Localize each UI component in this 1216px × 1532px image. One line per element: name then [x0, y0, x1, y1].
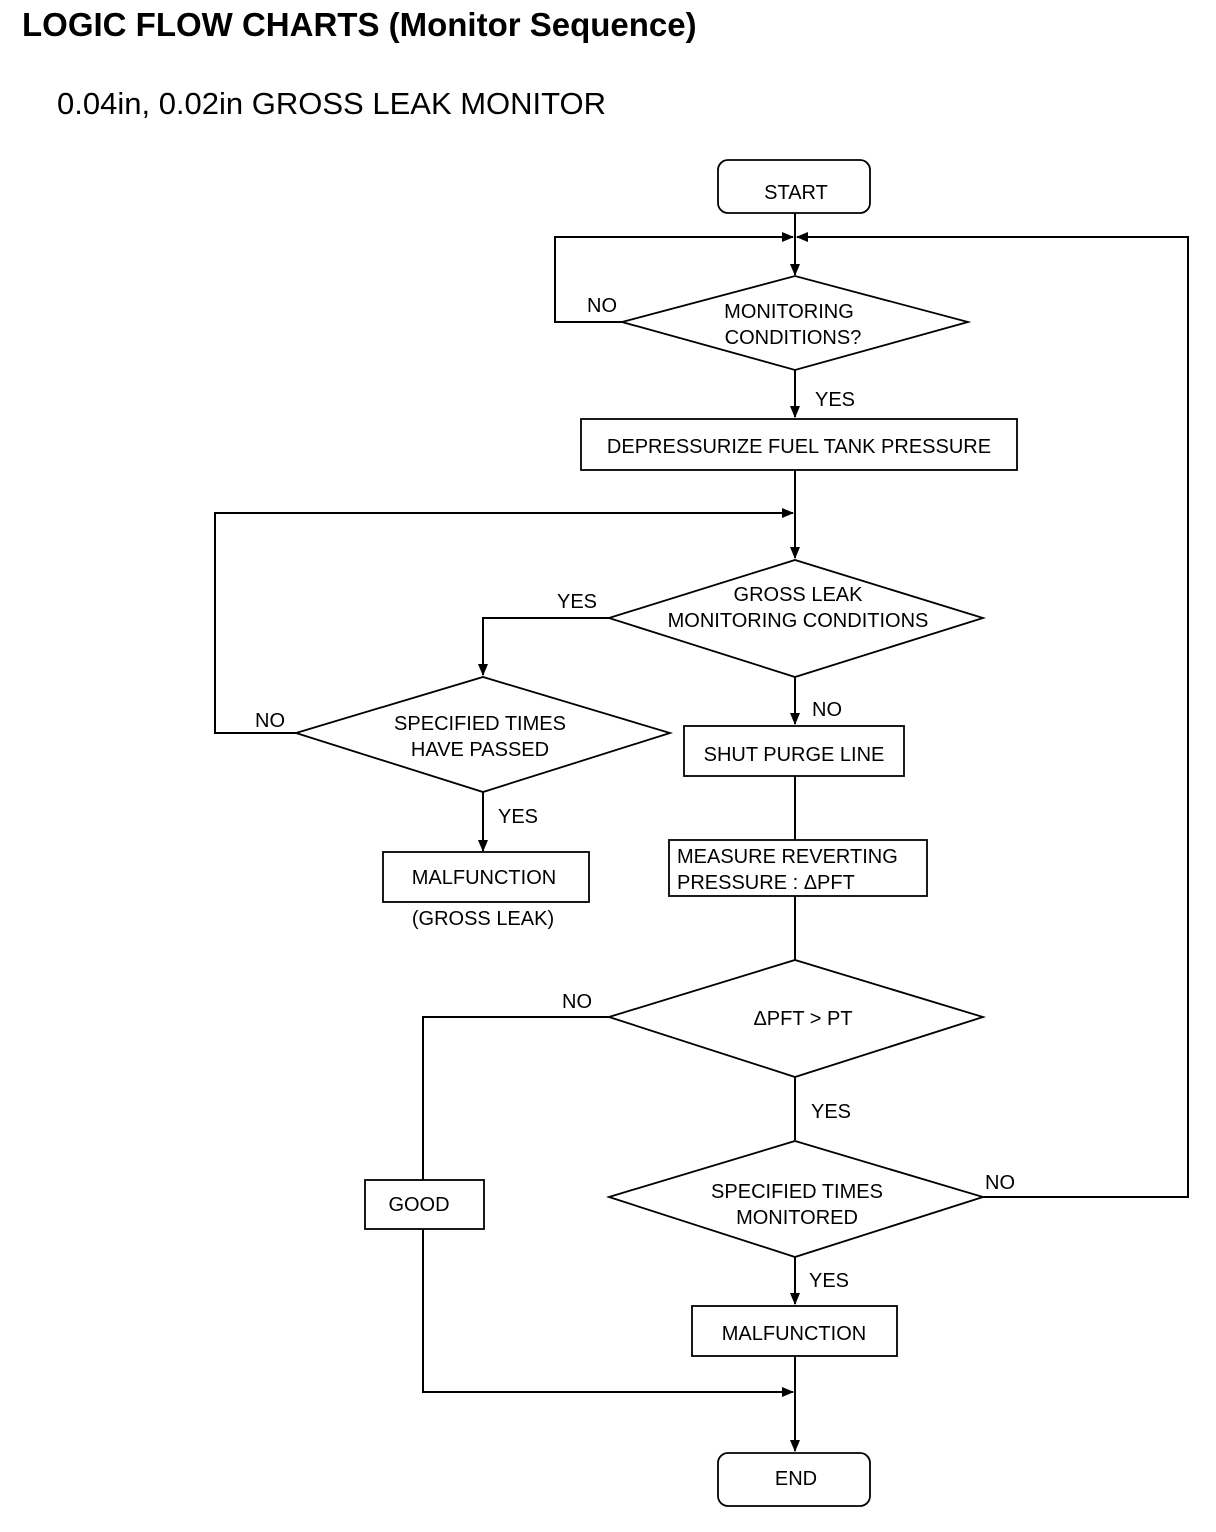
depressurize-label: DEPRESSURIZE FUEL TANK PRESSURE	[607, 436, 991, 458]
specified-times-monitored-decision: SPECIFIED TIMES MONITORED	[605, 1140, 987, 1258]
shut-purge-process: SHUT PURGE LINE	[683, 725, 905, 777]
cmp-yes-label: YES	[811, 1101, 851, 1123]
connector-gl-yes	[478, 617, 609, 676]
monitoring-conditions-decision: MONITORING CONDITIONS?	[618, 275, 972, 371]
start-terminal: START	[717, 159, 871, 214]
gross-leak-line1: GROSS LEAK	[734, 584, 864, 606]
specified-times-passed-decision: SPECIFIED TIMES HAVE PASSED	[292, 676, 674, 793]
malfunction-label: MALFUNCTION	[722, 1323, 866, 1345]
monitoring-conditions-line2: CONDITIONS?	[725, 327, 862, 349]
malfunction-gross-label: MALFUNCTION	[412, 867, 556, 889]
connector-stm-no-loop	[796, 232, 1189, 1198]
page-title: LOGIC FLOW CHARTS (Monitor Sequence)	[22, 6, 697, 43]
monitoring-conditions-line1: MONITORING	[724, 301, 854, 323]
measure-line1: MEASURE REVERTING	[677, 846, 898, 868]
stm-no-label: NO	[985, 1172, 1015, 1194]
connector-good-to-end	[422, 1229, 794, 1397]
stm-yes-label: YES	[809, 1270, 849, 1292]
compare-label: ΔPFT > PT	[753, 1008, 852, 1030]
depressurize-process: DEPRESSURIZE FUEL TANK PRESSURE	[580, 418, 1018, 471]
mc-yes-label: YES	[815, 389, 855, 411]
measure-line2: PRESSURE : ΔPFT	[677, 872, 855, 894]
end-label: END	[775, 1468, 817, 1490]
compare-decision: ΔPFT > PT	[606, 959, 987, 1078]
malfunction-gross-process: MALFUNCTION	[382, 851, 590, 903]
good-process: GOOD	[364, 1179, 485, 1230]
stp-yes-label: YES	[498, 806, 538, 828]
measure-process: MEASURE REVERTING PRESSURE : ΔPFT	[668, 839, 928, 897]
malfunction-process: MALFUNCTION	[691, 1305, 898, 1357]
stm-line1: SPECIFIED TIMES	[711, 1181, 883, 1203]
gl-no-label: NO	[812, 699, 842, 721]
start-label: START	[764, 182, 828, 204]
connector-stp-no-loop	[214, 508, 794, 734]
gross-leak-conditions-decision: GROSS LEAK MONITORING CONDITIONS	[606, 559, 987, 678]
connector-cmp-no	[422, 1016, 609, 1180]
page-subtitle: 0.04in, 0.02in GROSS LEAK MONITOR	[57, 86, 607, 121]
connector-mc-no-loop	[554, 232, 794, 323]
stp-no-label: NO	[255, 710, 285, 732]
stp-line1: SPECIFIED TIMES	[394, 713, 566, 735]
stp-line2: HAVE PASSED	[411, 739, 549, 761]
stm-line2: MONITORED	[736, 1207, 858, 1229]
mc-no-label: NO	[587, 295, 617, 317]
cmp-no-label: NO	[562, 991, 592, 1013]
gross-leak-line2: MONITORING CONDITIONS	[668, 610, 929, 632]
good-label: GOOD	[388, 1194, 449, 1216]
connectors	[214, 213, 1189, 1452]
malfunction-gross-note: (GROSS LEAK)	[412, 908, 554, 930]
shut-purge-label: SHUT PURGE LINE	[704, 744, 885, 766]
gl-yes-label: YES	[557, 591, 597, 613]
end-terminal: END	[717, 1452, 871, 1507]
